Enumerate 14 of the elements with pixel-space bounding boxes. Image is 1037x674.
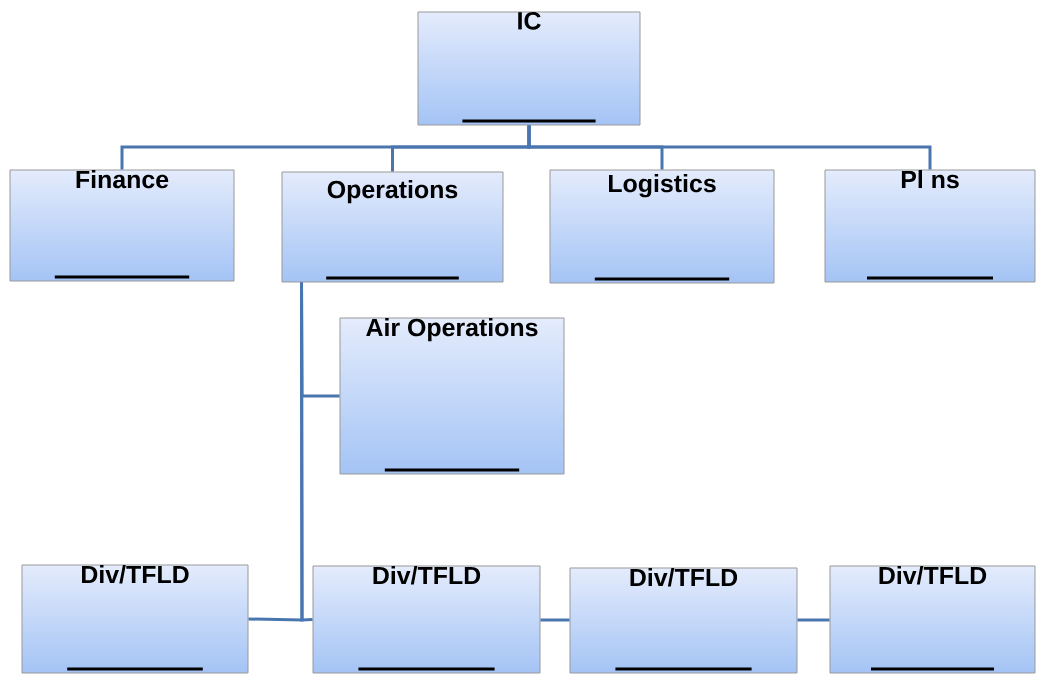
org-box: IC (417, 11, 641, 126)
org-box: Div/TFLD (829, 565, 1036, 674)
org-box: Pl ns (824, 169, 1036, 283)
connector-line (300, 282, 313, 622)
org-box: Div/TFLD (21, 564, 249, 674)
org-box: Finance (9, 169, 235, 282)
org-box: Operations (281, 171, 504, 283)
connector-line (540, 618, 570, 622)
org-box: Div/TFLD (312, 565, 541, 674)
org-box: Logistics (549, 169, 775, 284)
org-box: Air Operations (339, 317, 565, 475)
connector-line (797, 618, 830, 622)
connector-line (527, 125, 932, 170)
org-box: Div/TFLD (569, 567, 798, 674)
